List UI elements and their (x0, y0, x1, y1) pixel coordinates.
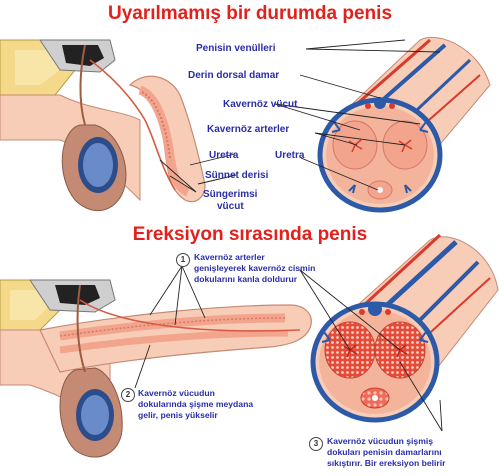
flaccid-cross-section (317, 36, 491, 213)
erect-cross-section (310, 233, 499, 423)
leader-lines-bottom (134, 265, 443, 432)
step-1-badge: 1 (176, 253, 190, 267)
step-3-caption: Kavernöz vücudun şişmiş dokuları penisin… (327, 436, 445, 469)
leader-lines-top (159, 39, 441, 193)
label-urethra-right: Uretra (275, 150, 305, 161)
step-3-line-2: dokuları penisin damarlarını (327, 447, 442, 457)
label-urethra-left: Uretra (209, 150, 239, 161)
step-3-badge: 3 (309, 437, 323, 451)
label-spongy-body-line2: vücut (217, 201, 244, 212)
label-deep-dorsal-vein: Derin dorsal damar (188, 70, 280, 81)
title-erection: Ereksiyon sırasında penis (132, 224, 368, 245)
label-venules: Penisin venülleri (196, 43, 276, 54)
step-1-line-2: genişleyerek kavernöz cismin (194, 263, 316, 273)
label-cavernous-body: Kavernöz vücut (223, 99, 298, 110)
title-flaccid: Uyarılmamış bir durumda penis (107, 3, 393, 24)
label-cavernous-arteries: Kavernöz arterler (207, 124, 290, 135)
step-2-caption: Kavernöz vücudun dokularında şişme meyda… (138, 388, 253, 421)
flaccid-sagittal-illustration (0, 39, 206, 212)
step-2-line-3: gelir, penis yükselir (138, 410, 218, 420)
step-3-line-3: sıkıştırır. Bir ereksiyon belirir (327, 458, 446, 468)
step-2-badge: 2 (121, 388, 135, 402)
step-3-line-1: Kavernöz vücudun şişmiş (327, 436, 434, 446)
label-spongy-body-line1: Süngerimsi (203, 189, 258, 200)
step-1-caption: Kavernöz arterler genişleyerek kavernöz … (194, 252, 315, 285)
step-2-line-2: dokularında şişme meydana (138, 399, 254, 409)
step-1-line-3: dokularını kanla doldurur (194, 274, 298, 284)
erect-sagittal-illustration (0, 279, 312, 458)
step-1-line-1: Kavernöz arterler (194, 252, 265, 262)
step-2-line-1: Kavernöz vücudun (138, 388, 215, 398)
label-foreskin: Sünnet derisi (205, 170, 269, 181)
